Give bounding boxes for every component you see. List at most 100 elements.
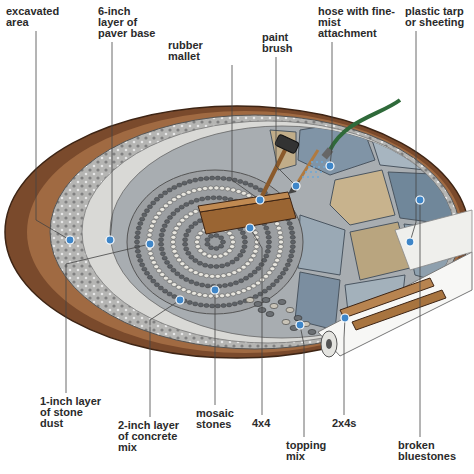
pebble — [278, 299, 286, 304]
mosaic-stone — [204, 304, 209, 308]
mosaic-stone — [195, 245, 200, 249]
mosaic-stone — [287, 258, 292, 262]
mosaic-stone — [186, 290, 191, 294]
mosaic-stone — [149, 256, 154, 260]
mosaic-stone — [208, 234, 213, 238]
mosaic-stone — [204, 176, 209, 180]
bluestone — [365, 118, 430, 170]
mosaic-stone — [200, 197, 205, 201]
mosaic-stone — [198, 272, 203, 276]
mosaic-stone — [176, 285, 181, 289]
mosaic-stone — [203, 263, 208, 267]
mosaic-stone — [255, 281, 260, 285]
leader-lines — [36, 31, 424, 437]
mosaic-circle — [127, 170, 303, 314]
callout-label: broken bluestones — [398, 440, 464, 462]
mosaic-stone — [252, 270, 257, 274]
mosaic-stone — [227, 249, 232, 253]
mallet-handle — [262, 150, 285, 196]
mosaic-stone — [211, 196, 216, 200]
mosaic-stone — [186, 229, 191, 233]
mosaic-stone — [215, 304, 220, 308]
mosaic-stone — [290, 240, 295, 244]
mosaic-stone — [172, 185, 177, 189]
pebble — [266, 311, 274, 316]
mosaic-stone — [200, 283, 205, 287]
mosaic-stone — [225, 262, 230, 266]
callout-label: topping mix — [286, 440, 334, 462]
mosaic-stone — [221, 274, 226, 278]
mosaic-stone — [149, 224, 154, 228]
mist-drop — [318, 166, 320, 168]
mosaic-stone — [160, 273, 165, 277]
mosaic-stone — [151, 220, 156, 224]
mosaic-stone — [140, 263, 145, 267]
mosaic-stone — [280, 271, 285, 275]
mosaic-stone — [290, 249, 295, 253]
mosaic-stone — [156, 269, 161, 273]
mosaic-stone — [164, 220, 169, 224]
callout-label: plastic tarp or sheeting — [405, 6, 469, 28]
mosaic-stone — [238, 253, 243, 257]
mosaic-stone — [248, 258, 253, 262]
mosaic-stone — [219, 264, 224, 268]
callout-dot — [256, 196, 264, 204]
mosaic-stone — [136, 254, 141, 258]
mosaic-stone — [183, 238, 188, 242]
callout-label: paint brush — [262, 32, 306, 54]
mosaic-stone — [219, 186, 224, 190]
mosaic-stone — [184, 233, 189, 237]
mosaic-stone — [207, 254, 212, 258]
bluestone — [295, 272, 340, 330]
mosaic-stone — [172, 231, 177, 235]
mist-drop — [320, 171, 322, 173]
mosaic-stone — [205, 242, 210, 246]
mosaic-stone — [246, 194, 251, 198]
mosaic-stone — [193, 221, 198, 225]
mosaic-stone — [160, 207, 165, 211]
mosaic-stone — [214, 234, 219, 238]
mosaic-stone — [188, 212, 193, 216]
mosaic-stone — [204, 274, 209, 278]
mosaic-stone — [253, 295, 258, 299]
mosaic-stone — [289, 226, 294, 230]
mosaic-stone — [278, 240, 283, 244]
mosaic-stone — [191, 291, 196, 295]
mosaic-stone — [162, 224, 167, 228]
pebble — [294, 315, 302, 320]
mosaic-stone — [274, 279, 279, 283]
mosaic-stone — [138, 258, 143, 262]
mosaic-stone — [142, 213, 147, 217]
mosaic-stone — [285, 263, 290, 267]
callout-dot — [292, 182, 300, 190]
mosaic-stone — [277, 231, 282, 235]
mosaic-stone — [242, 240, 247, 244]
mosaic-stone — [197, 293, 202, 297]
mosaic-stone — [160, 252, 165, 256]
mosaic-stone — [175, 272, 180, 276]
mosaic-stone — [198, 303, 203, 307]
mosaic-stone — [234, 257, 239, 261]
mosaic-stone — [158, 238, 163, 242]
mosaic-stone — [290, 231, 295, 235]
mosaic-stone — [183, 242, 188, 246]
mosaic-stone — [144, 271, 149, 275]
brush-handle — [298, 150, 318, 182]
mosaic-stone — [264, 254, 269, 258]
mosaic-stone — [245, 262, 250, 266]
mosaic-stone — [231, 188, 236, 192]
pebble — [286, 307, 294, 312]
mosaic-stone — [246, 286, 251, 290]
brush-bristles — [288, 180, 300, 194]
tarp-sheet — [395, 210, 472, 270]
mosaic-stone — [154, 265, 159, 269]
mosaic-stone — [184, 278, 189, 282]
mosaic-stone — [154, 283, 159, 287]
mist-drop — [315, 171, 317, 173]
mosaic-stone — [267, 271, 272, 275]
mosaic-stone — [239, 279, 244, 283]
mosaic-stone — [167, 188, 172, 192]
mosaic-stone — [177, 258, 182, 262]
mosaic-stone — [275, 222, 280, 226]
mosaic-stone — [226, 272, 231, 276]
